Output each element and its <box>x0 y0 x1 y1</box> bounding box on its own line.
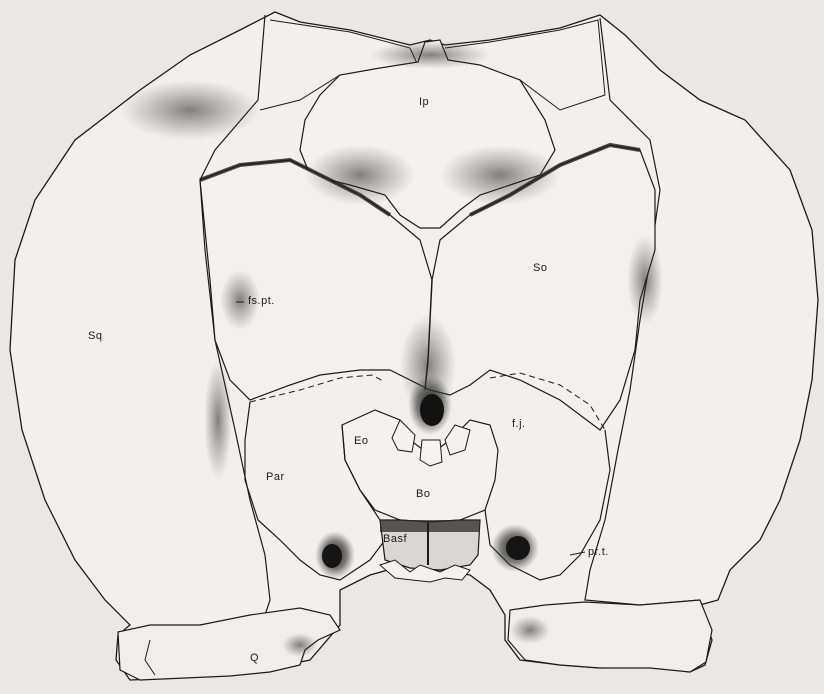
label-eo: Eo <box>354 435 368 447</box>
basisphenoid-shade <box>380 520 480 532</box>
condyle-center <box>420 440 442 466</box>
label-sq: Sq <box>88 330 102 342</box>
label-bo: Bo <box>416 488 430 500</box>
label-so: So <box>533 262 547 274</box>
label-fs-pt: fs.pt. <box>248 295 275 307</box>
label-q: Q <box>250 652 259 664</box>
quadrate-left-shade <box>282 633 318 657</box>
shading-top-left <box>120 80 260 140</box>
shading-left-side <box>204 360 232 480</box>
shading-top-mid <box>370 41 490 69</box>
label-ip: Ip <box>419 96 429 108</box>
auditory-core-left <box>322 544 342 568</box>
label-pr-t: pr.t. <box>588 546 609 558</box>
label-fj: f.j. <box>512 418 526 430</box>
foramen-magnum-core <box>420 394 444 426</box>
shading-right-side <box>627 235 663 325</box>
shading-upper-left <box>305 145 415 205</box>
label-basf: Basf <box>383 533 407 545</box>
shading-upper-right <box>440 145 560 205</box>
label-par: Par <box>266 471 285 483</box>
auditory-core-right <box>506 536 530 560</box>
quadrate-right-shade <box>510 616 550 644</box>
